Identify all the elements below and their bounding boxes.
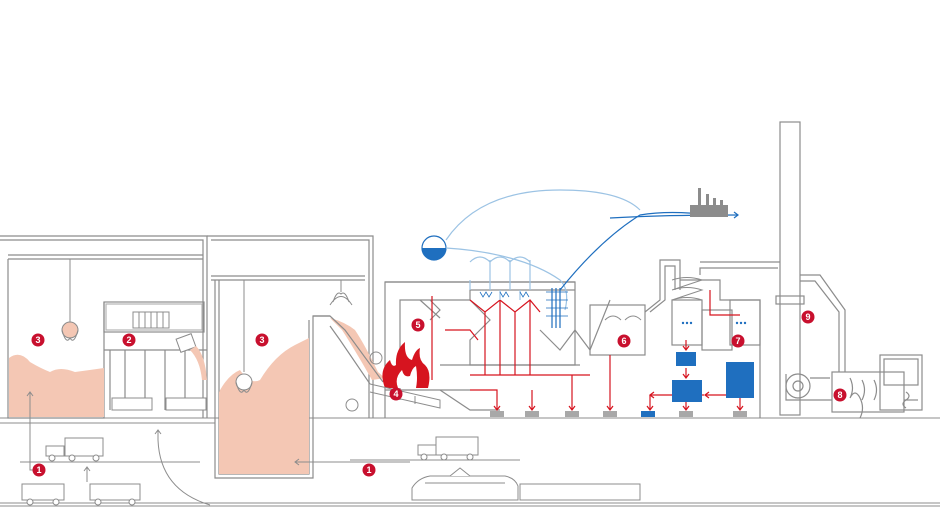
flame-icon	[382, 342, 430, 388]
marker-circle	[731, 334, 745, 348]
marker-circle	[362, 463, 376, 477]
marker-circle	[255, 333, 269, 347]
marker-delivery-by-road-rail: 1	[32, 463, 46, 477]
induced-draft-fan	[785, 373, 832, 401]
marker-number: 9	[805, 312, 810, 322]
grab-crane-icon	[235, 280, 253, 393]
marker-circle	[31, 333, 45, 347]
heat-exchanger-coil	[671, 277, 704, 301]
marker-bulky-waste-shredder: 2	[122, 333, 136, 347]
train-icon	[411, 467, 641, 501]
marker-waste-bunker: 3	[255, 333, 269, 347]
grate	[345, 351, 441, 412]
ground	[0, 417, 940, 507]
marker-number: 5	[415, 320, 420, 330]
arrow-rail-into-hall	[154, 429, 211, 506]
grab-crane-icon	[329, 280, 353, 306]
number-markers: 1 1 2 3 3 4 5 6 7 8 9	[31, 310, 847, 477]
truck-icon	[45, 437, 104, 462]
marker-number: 3	[259, 335, 264, 345]
marker-number: 4	[393, 389, 398, 399]
marker-boiler: 5	[411, 318, 425, 332]
steam-drum-icon	[421, 235, 447, 261]
marker-grate-furnace: 4	[389, 387, 403, 401]
denox-unit	[831, 354, 923, 419]
truck-icon	[417, 436, 479, 461]
marker-circle	[122, 333, 136, 347]
flue-gas-scrubber	[671, 279, 761, 418]
rail-wagon-icon	[111, 397, 207, 411]
waste-heap-2	[219, 338, 309, 474]
arrow-rail-to-road	[83, 466, 91, 482]
marker-stack: 9	[801, 310, 815, 324]
marker-number: 2	[126, 335, 131, 345]
marker-circle	[411, 318, 425, 332]
marker-denox-unit: 8	[833, 388, 847, 402]
boiler-ash-arrows	[470, 389, 536, 411]
marker-delivery-by-road-rail: 1	[362, 463, 376, 477]
marker-number: 1	[36, 465, 41, 475]
rail-wagon-icon	[21, 483, 141, 506]
waste-heap-1	[9, 354, 104, 417]
spray-nozzles	[681, 321, 747, 325]
boiler-house	[384, 281, 611, 418]
factory-icon	[690, 188, 728, 217]
marker-electrostatic-precipitator: 6	[617, 334, 631, 348]
marker-number: 6	[621, 336, 626, 346]
bulky-waste-shredder	[132, 311, 197, 353]
marker-circle	[389, 387, 403, 401]
marker-flue-gas-scrubber: 7	[731, 334, 745, 348]
marker-circle	[32, 463, 46, 477]
economizer	[479, 291, 530, 298]
esp-ash-arrows	[606, 355, 614, 411]
grab-crane-icon	[61, 259, 79, 341]
ash-container-icon	[490, 411, 747, 417]
esp-flow	[604, 315, 642, 321]
marker-circle	[801, 310, 815, 324]
electrostatic-precipitator	[589, 259, 681, 356]
marker-waste-bunker: 3	[31, 333, 45, 347]
boiler-gas-passes	[431, 296, 590, 411]
scrubber-flows	[646, 290, 744, 411]
scrubber-tanks	[672, 352, 754, 402]
marker-number: 1	[366, 465, 371, 475]
marker-number: 3	[35, 335, 40, 345]
stack	[775, 121, 805, 416]
marker-circle	[833, 388, 847, 402]
marker-circle	[617, 334, 631, 348]
marker-number: 8	[837, 390, 842, 400]
feed-hopper	[330, 318, 385, 380]
arrow-into-bunker-2	[294, 458, 410, 466]
marker-number: 7	[735, 336, 740, 346]
shredded-waste-flow	[190, 346, 207, 380]
flue-gas-duct	[699, 261, 846, 372]
feed-chute	[313, 315, 384, 385]
